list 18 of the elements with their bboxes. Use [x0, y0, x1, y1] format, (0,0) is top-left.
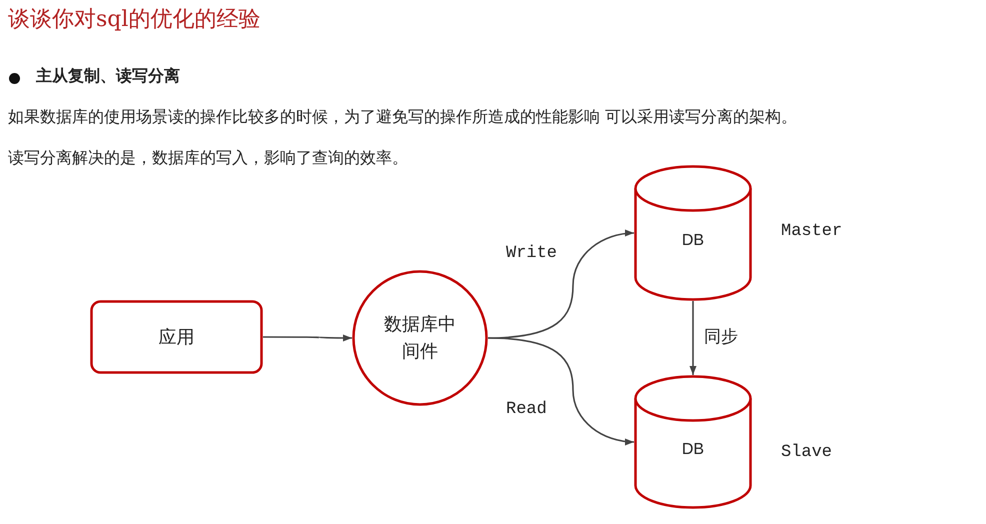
arrow [488, 337, 634, 445]
node-label: DB [680, 231, 706, 251]
page-title: 谈谈你对sql的优化的经验 [8, 6, 260, 34]
database-cylinder [634, 165, 752, 301]
side-label: Slave [781, 443, 832, 462]
node-label: 应用 [158, 326, 196, 350]
paragraph: 读写分离解决的是，数据库的写入，影响了查询的效率。 [8, 148, 408, 169]
arrow [263, 334, 352, 342]
node-label: DB [680, 440, 706, 460]
side-label: Master [781, 222, 842, 241]
edge-label: 同步 [704, 325, 738, 348]
paragraph: 如果数据库的使用场景读的操作比较多的时候，为了避免写的操作所造成的性能影响 可以采用读写分离的架构。 [8, 107, 798, 128]
database-cylinder [634, 375, 752, 509]
process-box [90, 300, 263, 374]
arrow [690, 301, 696, 375]
node-label: 数据库中间件 [383, 313, 457, 364]
middleware-circle [352, 270, 488, 406]
section-heading: 主从复制、读写分离 [36, 66, 180, 87]
